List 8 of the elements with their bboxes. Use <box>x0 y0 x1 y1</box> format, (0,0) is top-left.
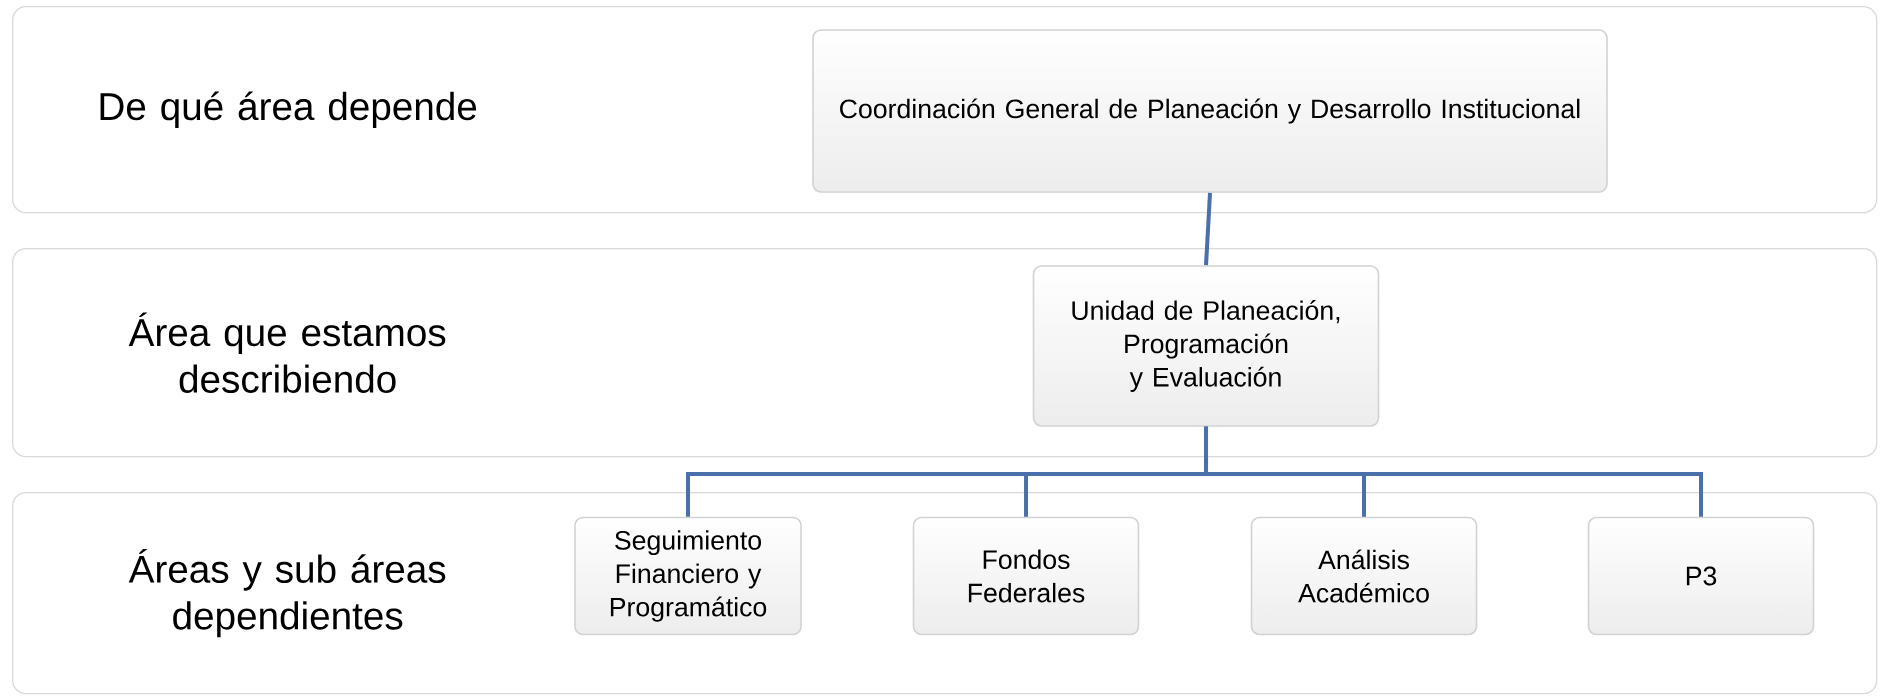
org-box: Análisis Académico <box>1250 516 1478 636</box>
org-box: Unidad de Planeación, Programación y Evaluación <box>1032 265 1380 427</box>
org-box: Seguimiento Financiero y Programático <box>574 516 802 636</box>
org-box: Fondos Federales <box>912 516 1140 636</box>
org-box: P3 <box>1587 516 1815 636</box>
connector-line <box>1204 192 1212 266</box>
connector-line <box>1204 426 1703 517</box>
org-box: Coordinación General de Planeación y Desarrollo Institucional <box>812 29 1608 193</box>
